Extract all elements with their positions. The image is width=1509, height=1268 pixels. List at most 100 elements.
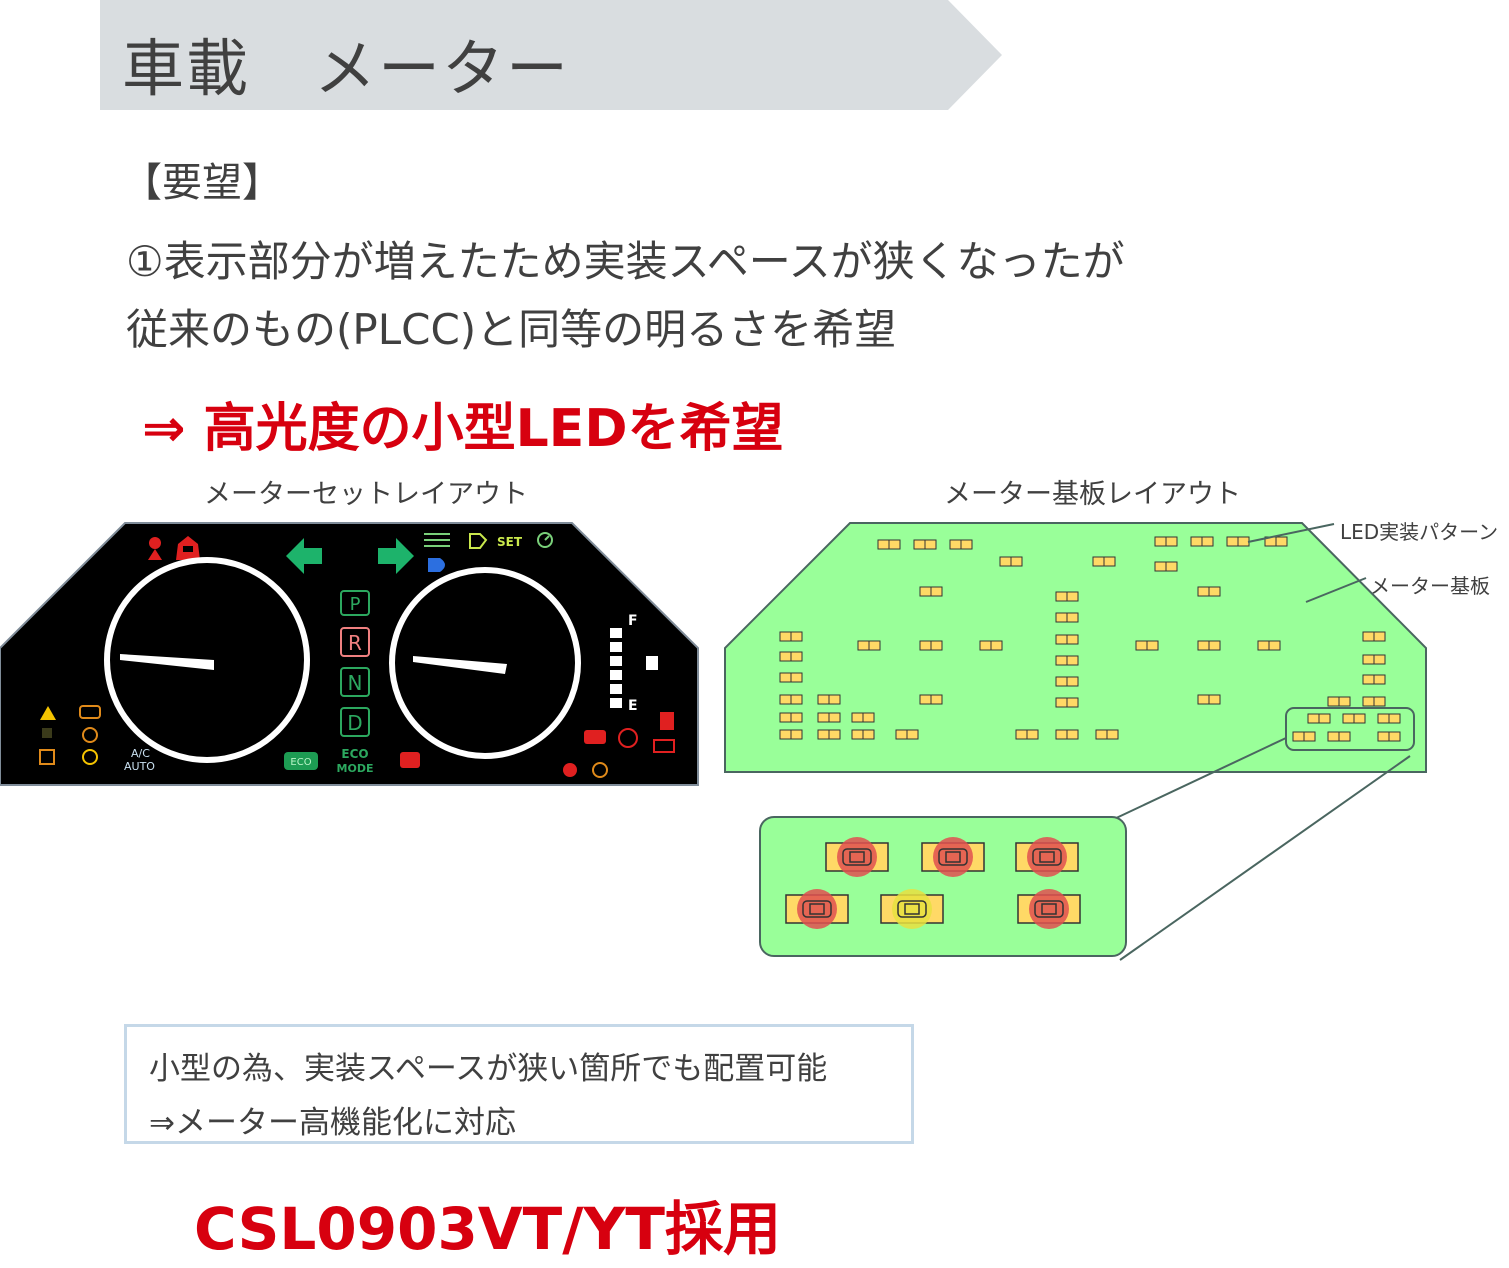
led-pad bbox=[1377, 731, 1401, 742]
power-steering-warning-icon bbox=[584, 730, 606, 744]
led-pad bbox=[1055, 697, 1079, 708]
led-pad bbox=[1154, 536, 1178, 547]
title-banner bbox=[100, 0, 1002, 110]
svg-text:R: R bbox=[348, 631, 362, 655]
led-pad bbox=[851, 712, 875, 723]
requirement-line-2: 従来のもの(PLCC)と同等の明るさを希望 bbox=[126, 305, 897, 354]
led-pad bbox=[1197, 586, 1221, 597]
zoom-led bbox=[1017, 889, 1081, 929]
led-pad bbox=[1362, 674, 1386, 685]
led-zoom-detail bbox=[759, 816, 1127, 957]
svg-text:N: N bbox=[348, 671, 363, 695]
tachometer-gauge bbox=[389, 567, 581, 759]
svg-text:D: D bbox=[347, 711, 362, 735]
led-pad bbox=[999, 556, 1023, 567]
led-pad bbox=[1055, 591, 1079, 602]
oil-warning-icon bbox=[39, 749, 55, 765]
zoom-led bbox=[785, 889, 849, 929]
svg-text:P: P bbox=[350, 594, 361, 615]
led-cluster-highlight bbox=[1285, 707, 1415, 751]
led-pad bbox=[1377, 713, 1401, 724]
led-pad bbox=[919, 586, 943, 597]
board-label: メーター基板 bbox=[1370, 574, 1490, 598]
led-pad bbox=[1055, 676, 1079, 687]
gear-indicator-p: P bbox=[340, 590, 370, 616]
board-caption: メーター基板レイアウト bbox=[944, 479, 1241, 510]
led-pad bbox=[949, 539, 973, 550]
led-pad bbox=[877, 539, 901, 550]
page-title: 車載 メーター bbox=[122, 32, 571, 105]
led-pad bbox=[779, 651, 803, 662]
led-pad bbox=[1095, 729, 1119, 740]
led-pad bbox=[779, 712, 803, 723]
led-pad bbox=[1055, 612, 1079, 623]
meter-set-caption: メーターセットレイアウト bbox=[204, 479, 528, 510]
led-pad bbox=[817, 694, 841, 705]
auto-indicator: AUTO bbox=[124, 760, 155, 773]
master-warning-icon bbox=[40, 706, 56, 720]
led-pad bbox=[1197, 640, 1221, 651]
led-pad bbox=[1307, 713, 1331, 724]
led-pad bbox=[1327, 731, 1351, 742]
set-indicator: SET bbox=[497, 535, 523, 549]
meter-set-illustration: SET P R N D bbox=[0, 522, 699, 786]
seatbelt-warning-icon bbox=[148, 537, 162, 560]
note-line-1: 小型の為、実装スペースが狭い箇所でも配置可能 bbox=[149, 1051, 828, 1087]
fog-light-icon bbox=[424, 533, 450, 547]
zoom-led bbox=[825, 837, 889, 877]
led-pad bbox=[817, 712, 841, 723]
requirement-line-1: ①表示部分が増えたため実装スペースが狭くなったが bbox=[126, 237, 1125, 286]
security-icon bbox=[400, 752, 420, 768]
led-pad bbox=[1362, 631, 1386, 642]
requirement-heading: 【要望】 bbox=[122, 160, 282, 206]
led-pad bbox=[919, 640, 943, 651]
airbag-warning-icon bbox=[563, 763, 577, 777]
led-pad bbox=[857, 640, 881, 651]
led-pad bbox=[779, 631, 803, 642]
product-adoption: CSL0903VT/YT採用 bbox=[194, 1195, 781, 1263]
small-indicator-icon bbox=[42, 728, 52, 738]
led-pad bbox=[1197, 694, 1221, 705]
led-pad bbox=[1055, 655, 1079, 666]
led-pad bbox=[1190, 536, 1214, 547]
brake-warning-icon bbox=[82, 727, 98, 743]
led-pad bbox=[919, 694, 943, 705]
gear-indicator-d: D bbox=[340, 707, 370, 737]
right-turn-arrow-icon bbox=[378, 538, 414, 574]
led-pad bbox=[851, 729, 875, 740]
zoom-led-group bbox=[785, 837, 1081, 929]
high-beam-icon bbox=[428, 558, 445, 572]
led-pattern-label: LED実装パターン bbox=[1340, 520, 1499, 544]
meter-board-illustration bbox=[724, 522, 1427, 961]
note-line-2: ⇒メーター高機能化に対応 bbox=[149, 1105, 516, 1141]
led-pad bbox=[895, 729, 919, 740]
eco-indicator: ECO bbox=[284, 752, 318, 770]
led-pad bbox=[1055, 729, 1079, 740]
zoom-led bbox=[880, 889, 944, 929]
coolant-warning-icon bbox=[660, 712, 674, 730]
cruise-control-icon bbox=[537, 532, 553, 548]
led-pad bbox=[1015, 729, 1039, 740]
led-pad bbox=[1362, 654, 1386, 665]
eco-mode-indicator-line2: MODE bbox=[337, 762, 374, 775]
zoom-led bbox=[1015, 837, 1079, 877]
fuel-full-label: F bbox=[628, 613, 638, 629]
car-door-warning-icon bbox=[176, 536, 200, 560]
fuel-pump-icon bbox=[646, 656, 658, 670]
requirement-conclusion: ⇒ 高光度の小型LEDを希望 bbox=[142, 399, 784, 459]
led-pad bbox=[1135, 640, 1159, 651]
led-pad-group bbox=[779, 536, 1401, 742]
feature-note: 小型の為、実装スペースが狭い箇所でも配置可能 ⇒メーター高機能化に対応 bbox=[124, 1024, 914, 1144]
zoom-led bbox=[921, 837, 985, 877]
led-pad bbox=[979, 640, 1003, 651]
svg-text:ECO: ECO bbox=[290, 757, 311, 768]
led-pad bbox=[913, 539, 937, 550]
led-pad bbox=[817, 729, 841, 740]
led-pad bbox=[779, 729, 803, 740]
fuel-empty-label: E bbox=[628, 698, 638, 714]
fuel-gauge: F E bbox=[610, 613, 658, 714]
abs-warning-icon bbox=[82, 749, 98, 765]
eco-mode-indicator-line1: ECO bbox=[341, 747, 368, 761]
engine-check-icon bbox=[79, 705, 101, 719]
